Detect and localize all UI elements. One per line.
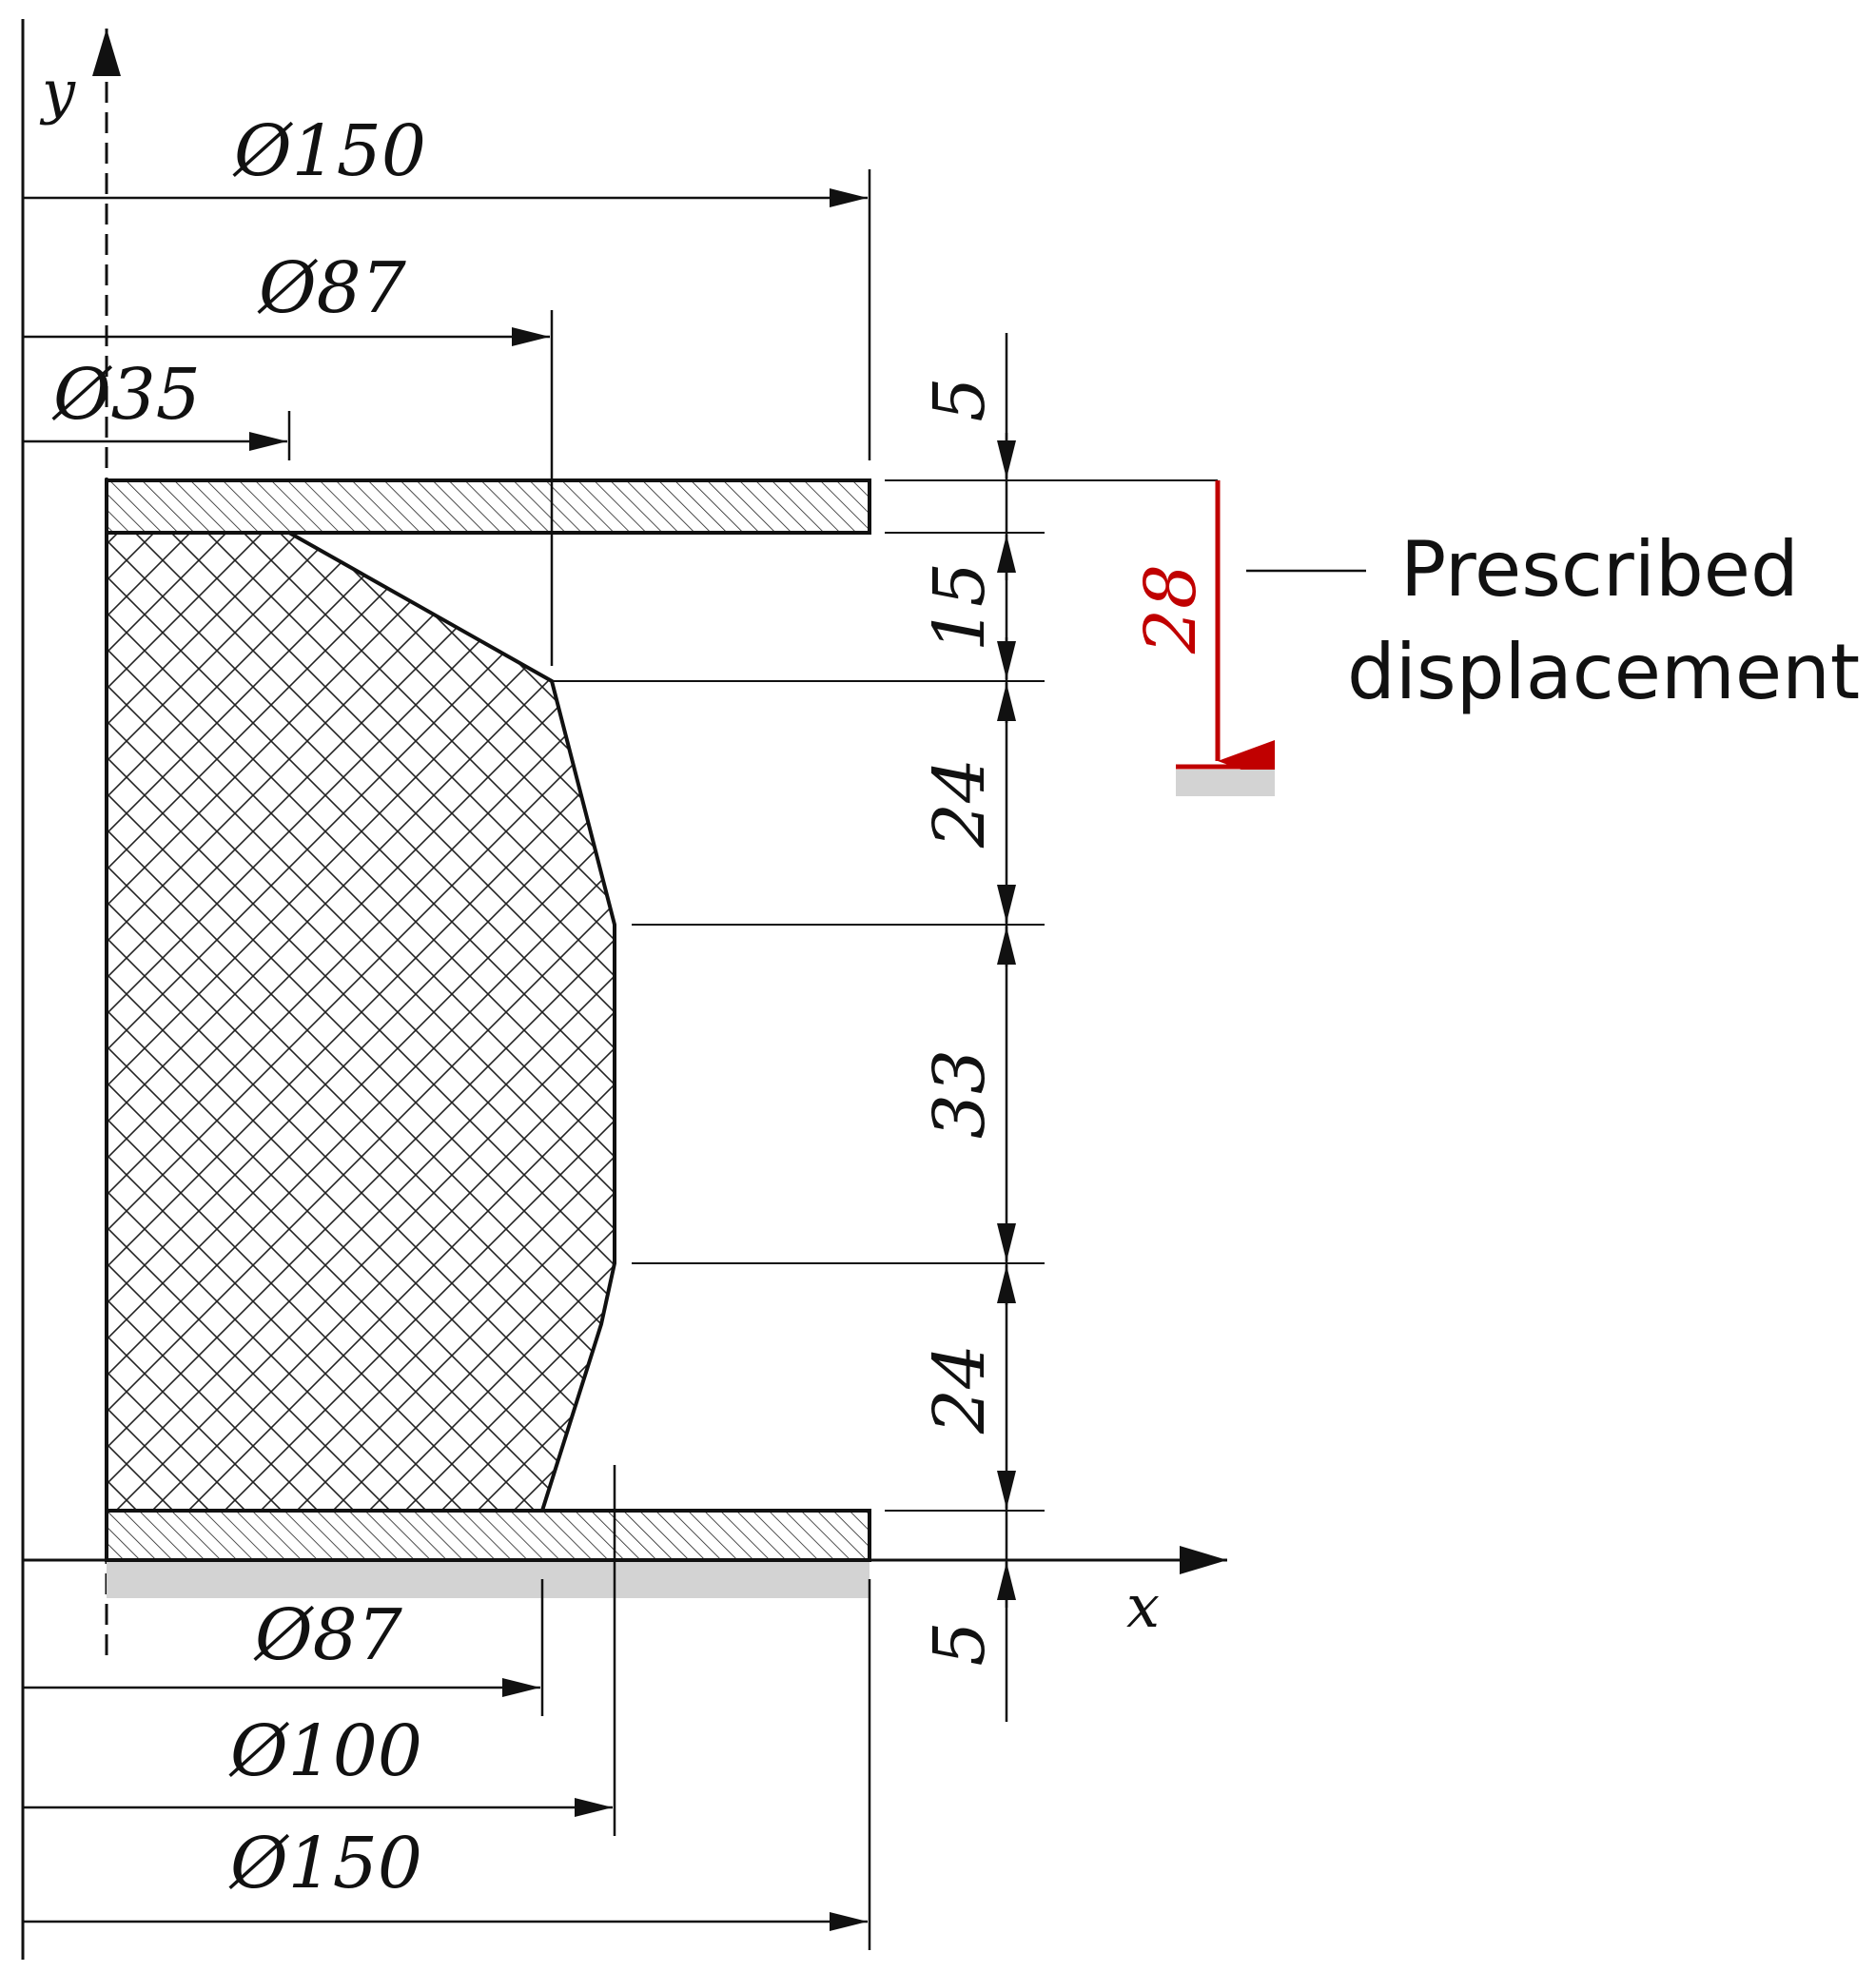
x-axis-label: x — [1126, 1572, 1160, 1641]
bottom-plate — [105, 1509, 871, 1562]
dim-vert-upper-cone: 24 — [919, 758, 1001, 849]
dim-bottom-87: Ø87 — [253, 1594, 402, 1676]
displacement-label-line1: Prescribed — [1400, 525, 1799, 614]
dim-vert-top-plate: 5 — [919, 377, 1001, 421]
dim-bottom-100: Ø100 — [228, 1710, 422, 1792]
top-plate — [105, 478, 871, 535]
dim-top-35: Ø35 — [51, 354, 201, 436]
bottom-ground — [107, 1562, 870, 1598]
displacement-label-line2: displacement — [1347, 628, 1860, 716]
dim-vert-upper-taper: 15 — [919, 562, 1001, 652]
y-axis-label: y — [39, 57, 76, 127]
displacement-value: 28 — [1130, 564, 1212, 654]
dim-vert-lower-cone: 24 — [919, 1344, 1001, 1435]
dim-top-150: Ø150 — [232, 110, 426, 192]
dim-top-87: Ø87 — [257, 247, 406, 329]
dim-bottom-150: Ø150 — [228, 1823, 422, 1904]
displacement-ground — [1176, 770, 1275, 796]
dim-vert-middle: 33 — [919, 1049, 1001, 1139]
rubber-body — [105, 531, 616, 1513]
dim-vert-bottom-plate: 5 — [919, 1621, 1001, 1666]
